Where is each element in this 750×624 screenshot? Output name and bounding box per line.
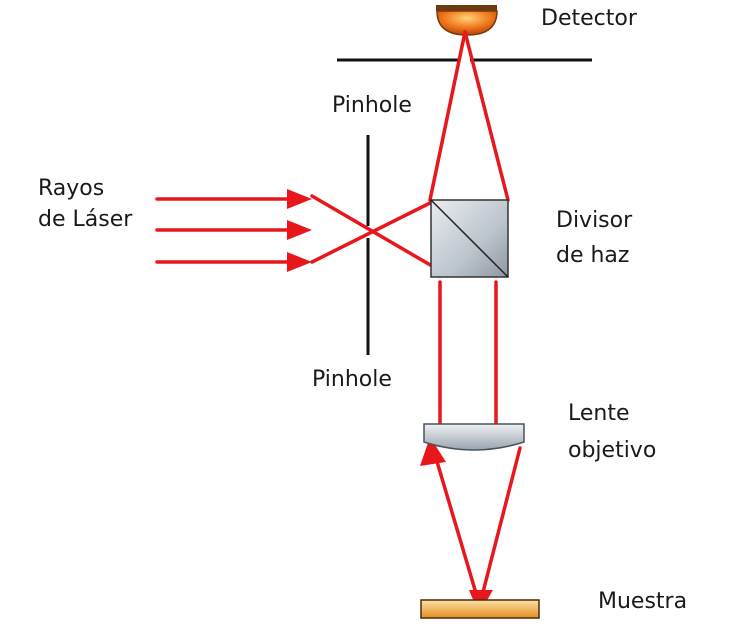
detector-base	[436, 5, 497, 11]
pinhole-top-label: Pinhole	[332, 93, 412, 118]
objective-label-line2: objetivo	[568, 438, 656, 463]
arrow-ray-bottom	[287, 252, 312, 272]
beam-splitter	[430, 199, 509, 278]
detector-label: Detector	[541, 6, 638, 31]
laser-beams	[155, 30, 522, 602]
objective-label-line1: Lente	[568, 401, 630, 426]
beam-to-detector-left	[428, 30, 467, 202]
arrow-ray-middle	[287, 220, 312, 240]
objective-lens	[423, 423, 525, 451]
arrow-ray-top	[287, 189, 312, 209]
beam-to-detector-right	[463, 30, 510, 202]
beam-from-sample	[431, 446, 480, 602]
beam-cross-2	[310, 200, 434, 264]
splitter-label-line1: Divisor	[556, 208, 633, 233]
sample-slab	[420, 599, 540, 619]
arrow-from-sample	[420, 437, 446, 466]
lasers-label-line2: de Láser	[38, 207, 133, 232]
detector-dome	[436, 10, 498, 36]
splitter-label-line2: de haz	[556, 243, 629, 268]
beam-splitter-diagonal	[430, 199, 509, 278]
pinhole-bottom-label: Pinhole	[312, 367, 392, 392]
beam-to-sample	[480, 446, 522, 598]
sample-label: Muestra	[598, 589, 687, 614]
detector	[436, 5, 498, 36]
lasers-label-line1: Rayos	[38, 176, 104, 201]
